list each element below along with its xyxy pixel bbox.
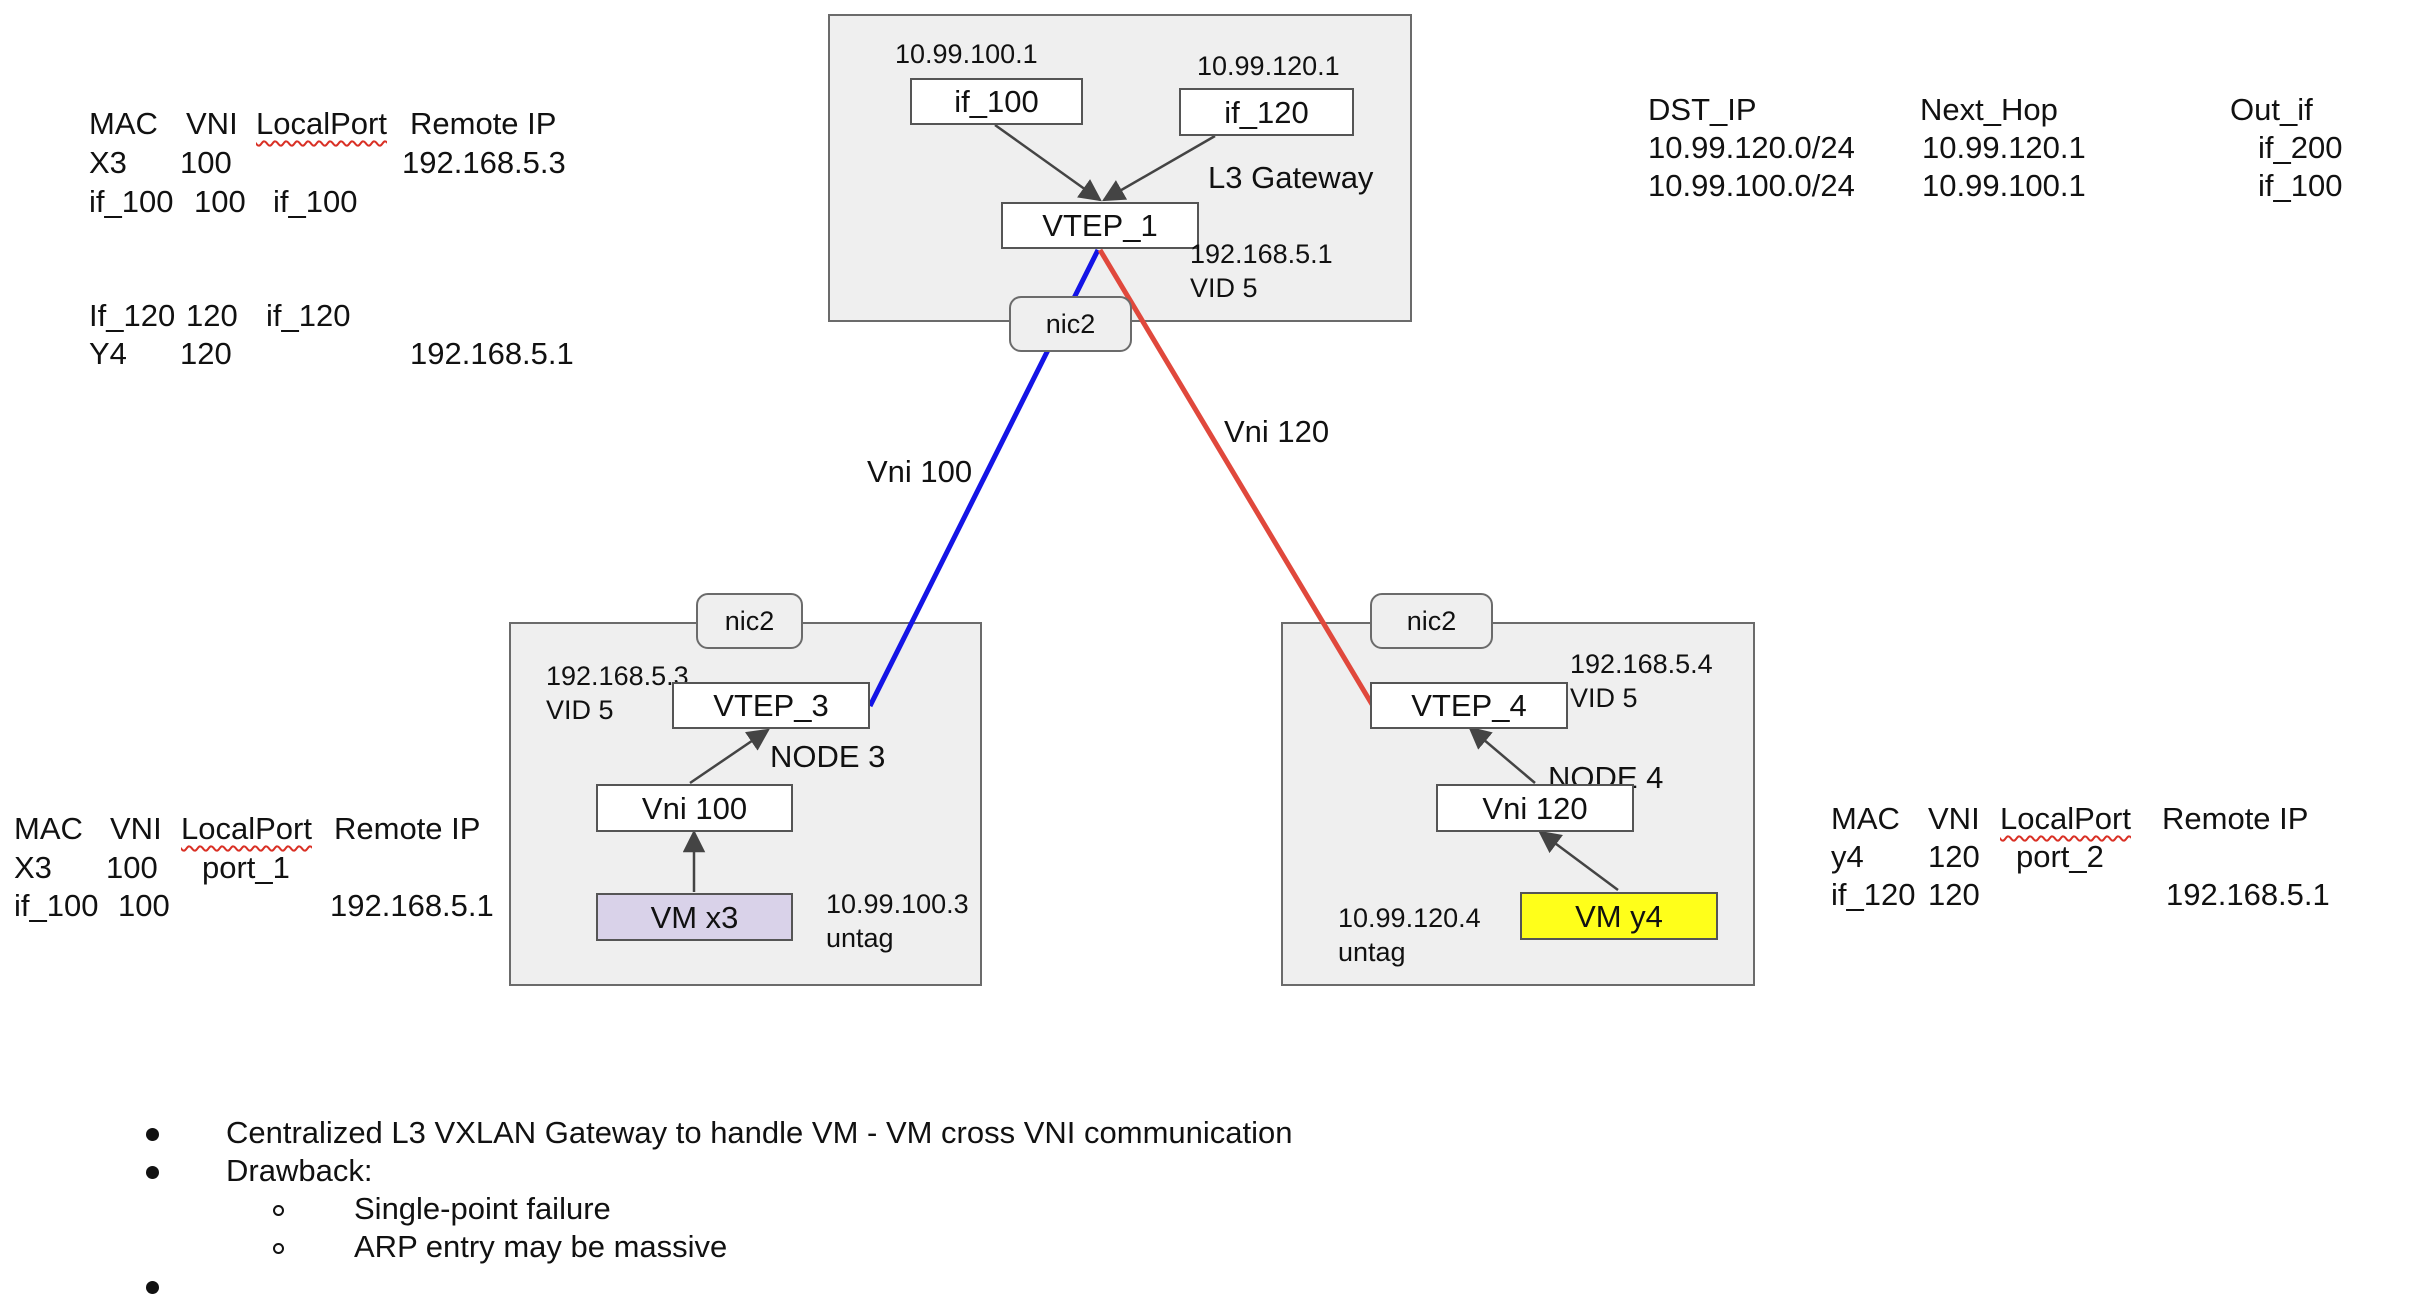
n3-mac-header-remoteip: Remote IP [334,811,481,846]
gw-mac-r0-remoteip: 192.168.5.3 [402,145,566,180]
note-sub-2: ARP entry may be massive [354,1229,728,1264]
n4-mac-r0-localport: port_2 [2016,839,2104,874]
route-header-dstip: DST_IP [1648,92,1757,127]
n4-mac-r1-vni: 120 [1928,877,1980,912]
gw-mac-r1-vni: 100 [194,184,246,219]
n4-mac-r0-mac: y4 [1831,839,1864,874]
bullet-dot-2 [146,1166,159,1179]
n3-mac-r0-mac: X3 [14,850,52,885]
n4-mac-r1-remoteip: 192.168.5.1 [2166,877,2330,912]
vm-x3-tag: untag [826,923,894,953]
n4-mac-r0-vni: 120 [1928,839,1980,874]
if100-interface: if_100 [910,78,1083,125]
gw-mac-r3-vni: 120 [180,336,232,371]
n3-mac-r0-vni: 100 [106,850,158,885]
vtep1-ip: 192.168.5.1 [1190,239,1333,269]
route-r1-dstip: 10.99.100.0/24 [1648,168,1855,203]
bullet-dot-1 [146,1128,159,1141]
vtep1-vid: VID 5 [1190,273,1258,303]
vm-x3: VM x3 [596,893,793,941]
route-r0-outif: if_200 [2258,130,2343,165]
route-header-nexthop: Next_Hop [1920,92,2058,127]
sub-bullet-ring-2 [273,1243,284,1254]
if120-ip: 10.99.120.1 [1197,51,1340,81]
gw-mac-r3-mac: Y4 [89,336,127,371]
gw-mac-r2-localport: if_120 [266,298,351,333]
n3-mac-r1-mac: if_100 [14,888,99,923]
n3-mac-header-localport: LocalPort [181,811,312,846]
route-r0-nexthop: 10.99.120.1 [1922,130,2086,165]
route-r0-dstip: 10.99.120.0/24 [1648,130,1855,165]
n4-mac-header-vni: VNI [1928,801,1980,836]
route-r1-outif: if_100 [2258,168,2343,203]
if120-to-vtep1-arrow [1102,134,1216,202]
gw-mac-r3-remoteip: 192.168.5.1 [410,336,574,371]
n4-mac-header-remoteip: Remote IP [2162,801,2309,836]
vm-y4-ip: 10.99.120.4 [1338,903,1481,933]
gw-mac-header-mac: MAC [89,106,158,141]
node3-title: NODE 3 [770,739,886,774]
vmy4-to-vni120-arrow [1538,830,1619,892]
n3-mac-header-vni: VNI [110,811,162,846]
vni120-link [1097,248,1376,708]
if120-interface: if_120 [1179,88,1354,136]
route-header-outif: Out_if [2230,92,2313,127]
gw-mac-r1-localport: if_100 [273,184,358,219]
vni100-link-label: Vni 100 [867,454,973,489]
vm-y4: VM y4 [1520,892,1718,940]
vtep4-vid: VID 5 [1570,683,1638,713]
n3-mac-r1-vni: 100 [118,888,170,923]
route-r1-nexthop: 10.99.100.1 [1922,168,2086,203]
gateway-nic2: nic2 [1009,296,1132,352]
vm-x3-ip: 10.99.100.3 [826,889,969,919]
vni120-box: Vni 120 [1436,784,1634,832]
vtep3: VTEP_3 [672,682,870,729]
note-bullet-1: Centralized L3 VXLAN Gateway to handle V… [226,1115,1293,1150]
if100-ip: 10.99.100.1 [895,39,1038,69]
vni100-box: Vni 100 [596,784,793,832]
gw-mac-r2-vni: 120 [186,298,238,333]
gw-mac-header-vni: VNI [186,106,238,141]
n3-mac-r0-localport: port_1 [202,850,290,885]
vni120-link-label: Vni 120 [1224,414,1330,449]
vni120-to-vtep4-arrow [1468,726,1536,784]
gw-mac-header-remoteip: Remote IP [410,106,557,141]
vtep1: VTEP_1 [1001,202,1199,249]
note-bullet-2: Drawback: [226,1153,373,1188]
n4-mac-r1-mac: if_120 [1831,877,1916,912]
if100-to-vtep1-arrow [994,123,1102,202]
gw-mac-header-localport: LocalPort [256,106,387,141]
vtep4: VTEP_4 [1370,682,1568,729]
gw-mac-r1-mac: if_100 [89,184,174,219]
gw-mac-r0-vni: 100 [180,145,232,180]
l3-gateway-title: L3 Gateway [1208,160,1374,195]
bullet-dot-3 [146,1281,159,1294]
n3-mac-r1-remoteip: 192.168.5.1 [330,888,494,923]
vtep3-ip: 192.168.5.3 [546,661,689,691]
sub-bullet-ring-1 [273,1205,284,1216]
node4-nic2: nic2 [1370,593,1493,649]
vtep4-ip: 192.168.5.4 [1570,649,1713,679]
note-sub-1: Single-point failure [354,1191,611,1226]
n4-mac-header-localport: LocalPort [2000,801,2131,836]
n4-mac-header-mac: MAC [1831,801,1900,836]
node3-nic2: nic2 [696,593,803,649]
n3-mac-header-mac: MAC [14,811,83,846]
gw-mac-r0-mac: X3 [89,145,127,180]
gw-mac-r2-mac: If_120 [89,298,176,333]
vtep3-vid: VID 5 [546,695,614,725]
l3-gateway-box [828,14,1412,322]
vm-y4-tag: untag [1338,937,1406,967]
vni100-to-vtep3-arrow [689,728,770,785]
